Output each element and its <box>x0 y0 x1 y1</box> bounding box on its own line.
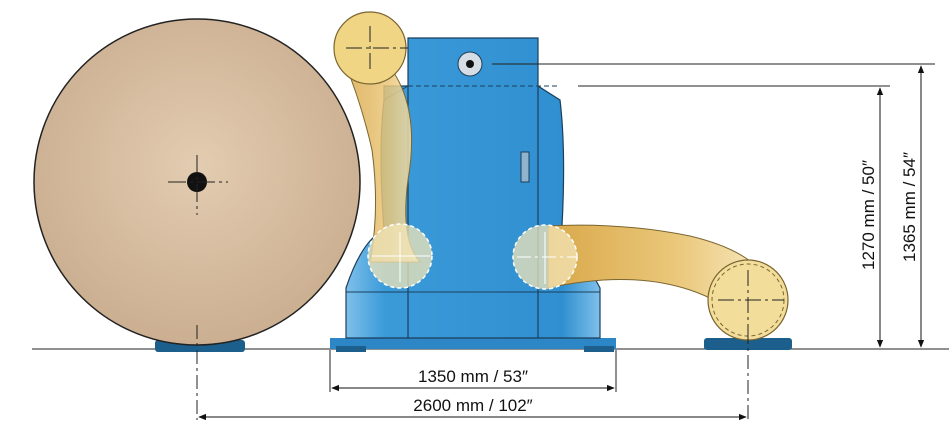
indicator-lamp <box>457 51 483 77</box>
machine-foot-right <box>584 346 614 352</box>
inner-height-label: 1270 mm / 50″ <box>859 160 878 270</box>
roll-centerline <box>168 155 228 215</box>
outer-width-label: 2600 mm / 102″ <box>413 396 532 415</box>
right-roller-centerline <box>718 270 784 330</box>
outer-height-label: 1365 mm / 54″ <box>900 152 919 262</box>
control-handle <box>520 151 530 183</box>
machine-base-plate <box>330 338 616 349</box>
upper-roller-centerline <box>346 26 408 72</box>
inner-width-label: 1350 mm / 53″ <box>418 367 528 386</box>
machine-foot-left <box>336 346 366 352</box>
